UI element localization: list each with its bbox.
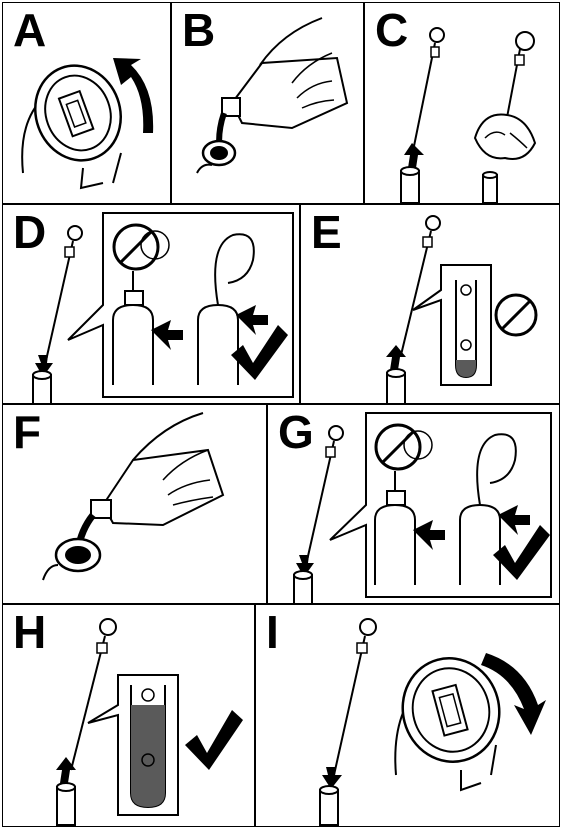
check-full-level-illustration [3, 605, 255, 827]
panel-c: C [364, 2, 560, 204]
insert-dipstick-illustration [268, 405, 560, 604]
up-arrow-icon [404, 143, 424, 168]
wipe-dipstick-illustration [365, 3, 560, 204]
panel-i: I [255, 604, 560, 827]
rag-icon [475, 114, 535, 159]
panel-e: E [300, 204, 560, 404]
insert-dipstick-illustration [3, 205, 300, 404]
panel-b: B [171, 2, 364, 204]
panel-a: A [2, 2, 171, 204]
callout-box [413, 265, 491, 385]
checkmark-icon [185, 710, 243, 770]
panel-d: D [2, 204, 300, 404]
check-low-level-illustration [301, 205, 560, 404]
install-cap-illustration [256, 605, 560, 827]
panel-f: F [2, 404, 267, 604]
pour-oil-illustration [172, 3, 364, 204]
remove-cap-illustration [3, 3, 171, 204]
oil-level-fill [456, 360, 476, 377]
panel-g: G [267, 404, 560, 604]
panel-h: H [2, 604, 255, 827]
prohibited-icon [496, 295, 536, 335]
pour-oil-illustration [3, 405, 267, 604]
